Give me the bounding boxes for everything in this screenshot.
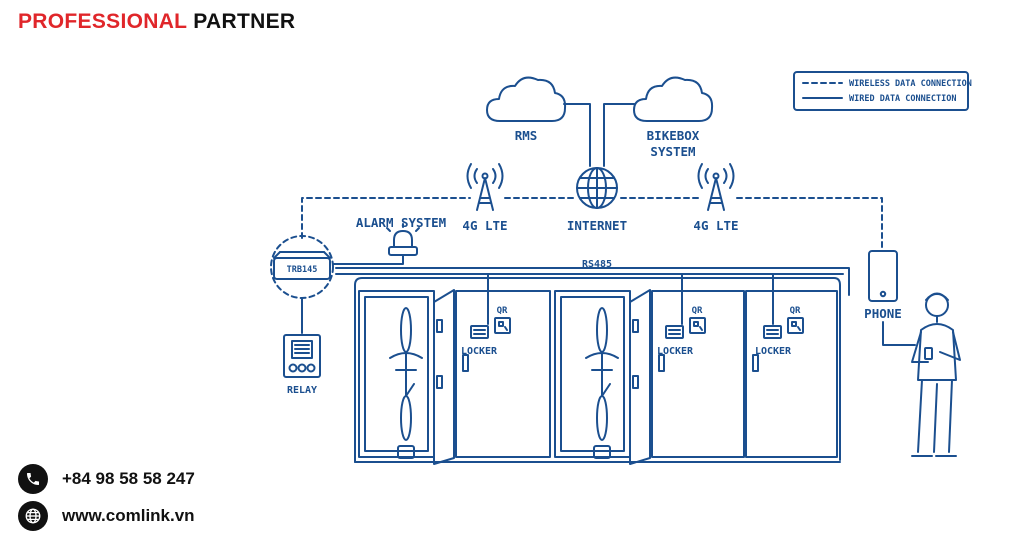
rms-cloud-icon: [486, 76, 567, 122]
locker-label-3: LOCKER: [755, 346, 792, 357]
brand-title-red: PROFESSIONAL: [18, 10, 188, 33]
bike-icon: [585, 307, 619, 459]
legend-wired-label: WIRED DATA CONNECTION: [849, 94, 956, 104]
qr-code-icon: [494, 317, 511, 334]
locker-label-2: LOCKER: [657, 346, 694, 357]
rms-label: RMS: [515, 128, 538, 143]
rs485-label: RS485: [582, 259, 612, 270]
contact-website-row: www.comlink.vn: [18, 501, 195, 531]
open-door-2: [629, 289, 651, 465]
globe-icon: [18, 501, 48, 531]
bike-bay-2: [554, 290, 631, 458]
qr-label-2: QR: [692, 306, 703, 316]
keypad-icon: [665, 325, 684, 339]
person-icon: [911, 292, 961, 457]
keypad-icon: [763, 325, 782, 339]
alarm-label: ALARM SYSTEM: [356, 215, 446, 230]
phone-device-icon: [868, 250, 898, 302]
relay-icon: [283, 334, 321, 378]
qr-label-3: QR: [790, 306, 801, 316]
internet-label: INTERNET: [567, 218, 627, 233]
bikebox-label-line2: SYSTEM: [650, 144, 695, 159]
relay-label: RELAY: [287, 385, 317, 396]
lte-antenna-left-icon: [466, 163, 504, 211]
qr-code-icon: [787, 317, 804, 334]
phone-icon: [18, 464, 48, 494]
router-device-icon: [273, 257, 331, 280]
bikebox-label-line1: BIKEBOX: [647, 128, 700, 143]
lte-right-label: 4G LTE: [693, 218, 738, 233]
lte-antenna-right-icon: [697, 163, 735, 211]
contact-phone-row: +84 98 58 58 247: [18, 464, 195, 494]
legend-wireless-label: WIRELESS DATA CONNECTION: [849, 79, 972, 89]
keypad-icon: [470, 325, 489, 339]
lte-left-label: 4G LTE: [462, 218, 507, 233]
locker-cabinet-3: [745, 290, 838, 458]
internet-globe-icon: [576, 167, 618, 209]
qr-code-icon: [689, 317, 706, 334]
bike-bay-1: [358, 290, 435, 458]
contact-website-link[interactable]: www.comlink.vn: [62, 506, 195, 525]
bike-icon: [389, 307, 423, 459]
legend: [793, 71, 969, 111]
locker-label-1: LOCKER: [461, 346, 498, 357]
brand-title-dark: PARTNER: [193, 10, 296, 33]
bikebox-cloud-icon: [633, 76, 714, 122]
locker-cabinet-2: [651, 290, 745, 458]
phone-label: PHONE: [864, 306, 902, 321]
router-label: TRB145: [287, 265, 318, 275]
open-door-1: [433, 289, 455, 465]
bike-station: [354, 277, 841, 465]
contact-phone-number: +84 98 58 58 247: [62, 469, 195, 488]
locker-cabinet-1: [455, 290, 551, 458]
qr-label-1: QR: [497, 306, 508, 316]
